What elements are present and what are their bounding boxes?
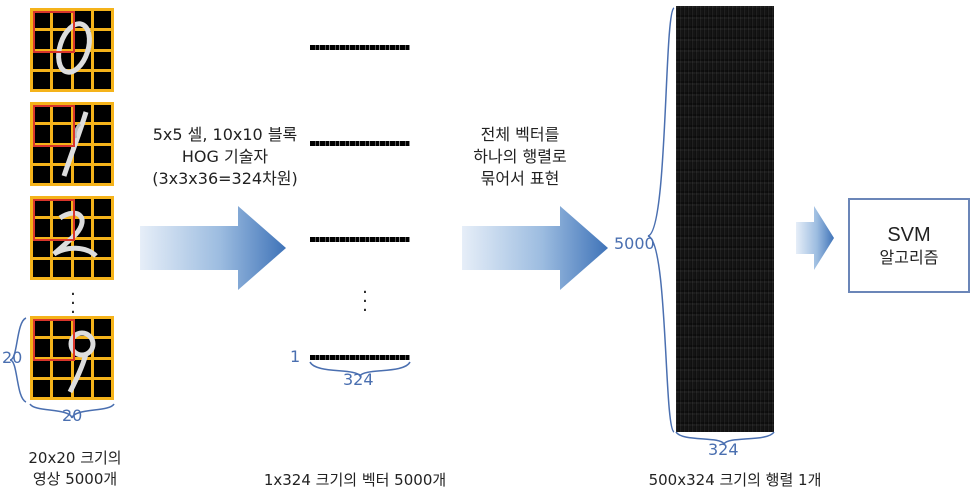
hog-line1: 5x5 셀, 10x10 블록 [152, 125, 298, 144]
vector-width-brace [309, 361, 411, 378]
digit-stroke-0 [56, 21, 92, 75]
feature-vector-bar [310, 45, 410, 50]
hog-description: 5x5 셀, 10x10 블록 HOG 기술자 (3x3x36=324차원) [120, 124, 330, 190]
matrix-caption: 500x324 크기의 행렬 1개 [648, 471, 822, 489]
merge-description: 전체 벡터를 하나의 행렬로 묶어서 표현 [440, 124, 600, 190]
merge-line3: 묶어서 표현 [480, 169, 560, 188]
hog-line2: HOG 기술자 [181, 147, 269, 166]
merge-line2: 하나의 행렬로 [473, 147, 567, 166]
svm-title: SVM [887, 223, 931, 246]
feature-vector-bar [310, 355, 410, 360]
matrix-height-label: 5000 [614, 234, 655, 253]
feature-vector-bar [310, 237, 410, 242]
images-caption-line1: 20x20 크기의 [28, 449, 122, 467]
vector-row-label: 1 [290, 347, 301, 366]
arrow-right-icon [140, 206, 286, 290]
hog-block-highlight [33, 319, 75, 361]
digit-stroke-3 [67, 330, 96, 394]
digit-image-1 [30, 102, 114, 186]
feature-vector-bar [310, 141, 410, 146]
arrow-right-icon [796, 206, 834, 270]
hog-block-highlight [33, 105, 75, 147]
digit-height-label: 20 [2, 348, 23, 367]
hog-line3: (3x3x36=324차원) [152, 169, 298, 188]
digit-width-label: 20 [62, 406, 83, 425]
vector-width-label: 324 [343, 370, 374, 389]
feature-matrix [676, 6, 774, 432]
svm-algorithm-box: SVM 알고리즘 [848, 198, 970, 293]
svm-subtitle: 알고리즘 [879, 247, 939, 267]
matrix-height-brace [647, 7, 675, 433]
digit-image-0 [30, 8, 114, 92]
vectors-caption: 1x324 크기의 벡터 5000개 [263, 471, 447, 489]
digit-image-2 [30, 196, 114, 280]
more-images-ellipsis: ··· [70, 284, 76, 323]
images-caption: 20x20 크기의 영상 5000개 [0, 448, 150, 490]
digit-image-3 [30, 316, 114, 400]
matrix-width-brace [675, 431, 775, 446]
hog-block-highlight [33, 199, 75, 241]
digit-stroke-1 [61, 111, 89, 177]
digit-size-braces [9, 317, 115, 419]
matrix-width-label: 324 [708, 440, 739, 459]
more-vectors-ellipsis: ··· [362, 282, 368, 321]
arrow-right-icon [462, 206, 608, 290]
hog-block-highlight [33, 11, 75, 53]
images-caption-line2: 영상 5000개 [32, 470, 118, 488]
merge-line1: 전체 벡터를 [480, 125, 560, 144]
digit-stroke-2 [52, 210, 98, 258]
